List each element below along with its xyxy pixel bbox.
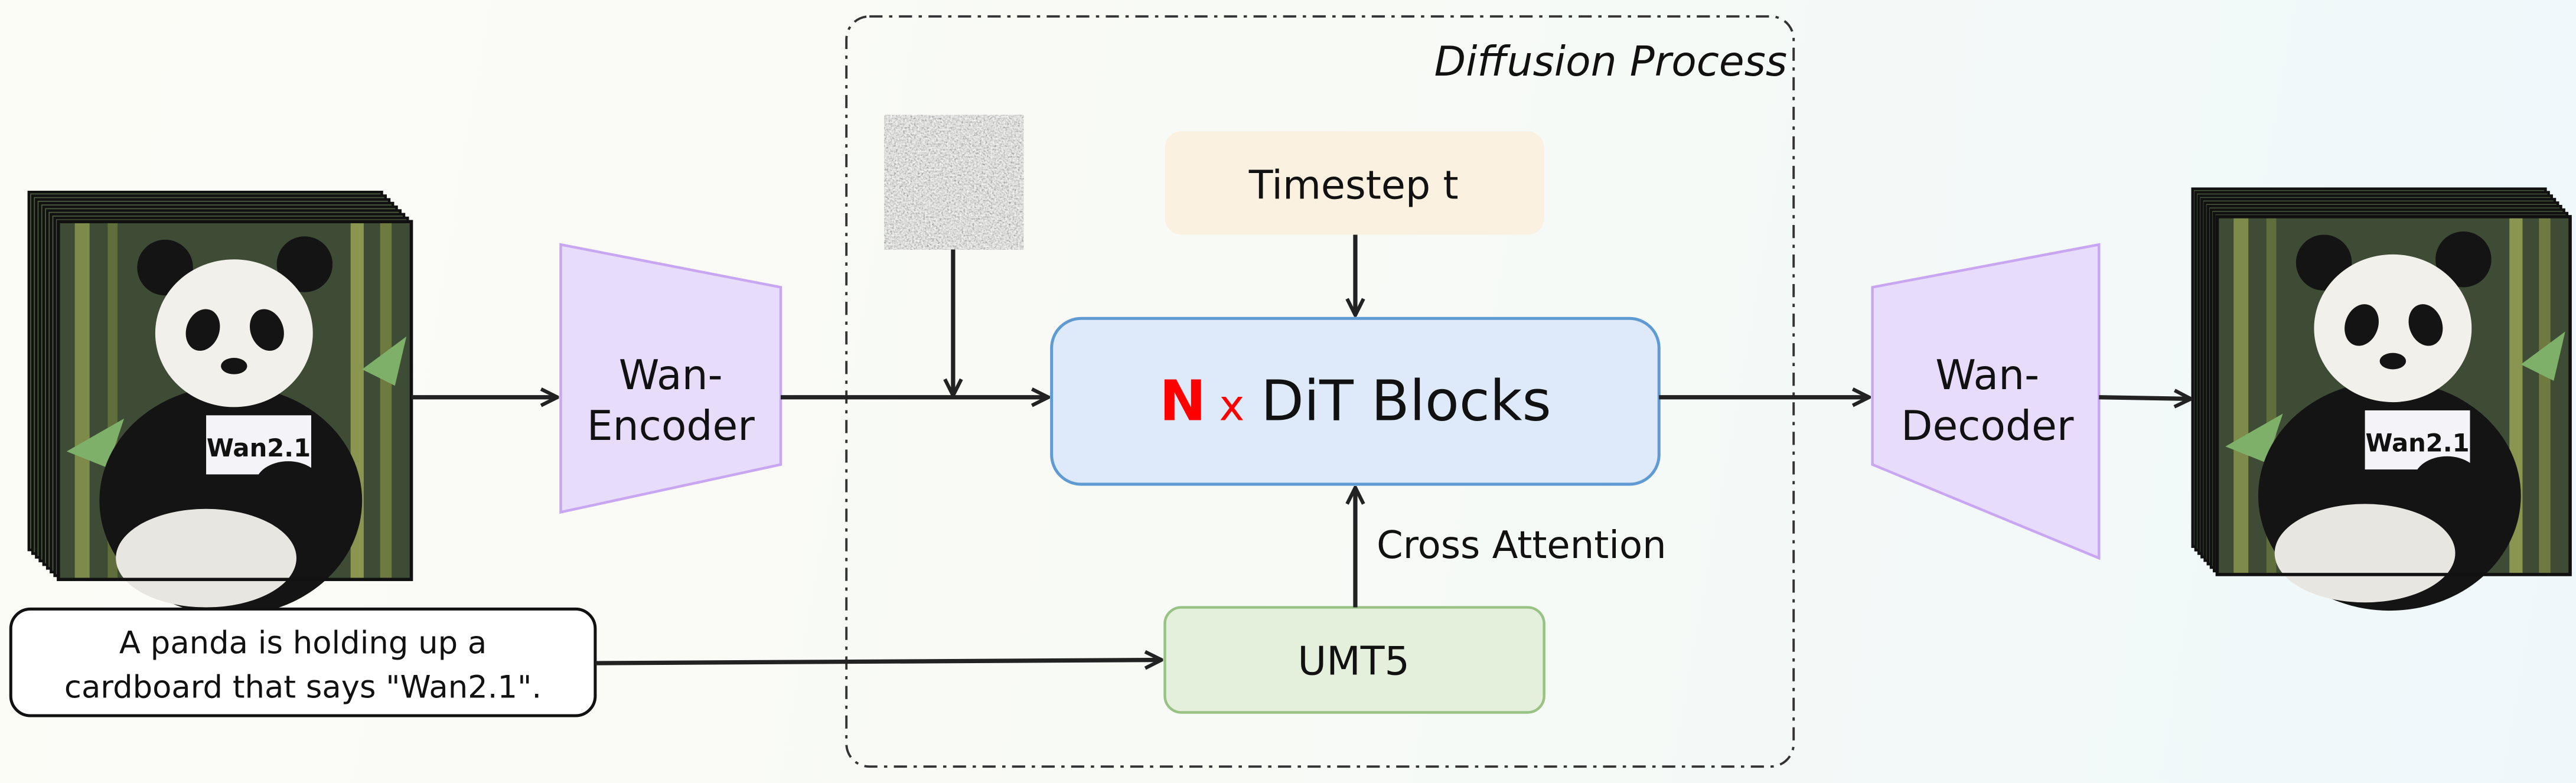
wan-decoder	[1871, 243, 2101, 560]
diffusion-process-title: Diffusion Process	[1434, 38, 1787, 86]
decoder-label-line2: Decoder	[1901, 402, 2074, 450]
noise-latent	[884, 115, 1024, 250]
decoder-label-line1: Wan-	[1935, 351, 2039, 399]
dit-x: x	[1219, 381, 1245, 431]
arrow-prompt-to-umt5	[595, 660, 1162, 664]
diffusion-process-group	[845, 15, 1795, 768]
cross-attention-label: Cross Attention	[1377, 524, 1667, 567]
wan-encoder	[559, 243, 782, 514]
prompt-line2: cardboard that says "Wan2.1".	[64, 669, 542, 705]
dit-n: N	[1159, 369, 1206, 434]
dit-text: DiT Blocks	[1261, 369, 1551, 434]
encoder-label-line2: Encoder	[587, 402, 755, 450]
input-video-frames: Wan2.1	[27, 191, 413, 616]
output-sign-text: Wan2.1	[2365, 428, 2469, 457]
timestep-box	[1165, 131, 1544, 235]
output-video-frames: Wan2.1	[2191, 187, 2572, 611]
input-sign-text: Wan2.1	[207, 433, 311, 462]
timestep-label: Timestep t	[1248, 162, 1459, 208]
encoder-label-line1: Wan-	[619, 351, 723, 399]
dit-blocks	[1050, 317, 1661, 486]
arrow-decoder-to-video	[2099, 397, 2191, 399]
umt5-label: UMT5	[1297, 638, 1410, 684]
prompt-line1: A panda is holding up a	[119, 625, 487, 661]
